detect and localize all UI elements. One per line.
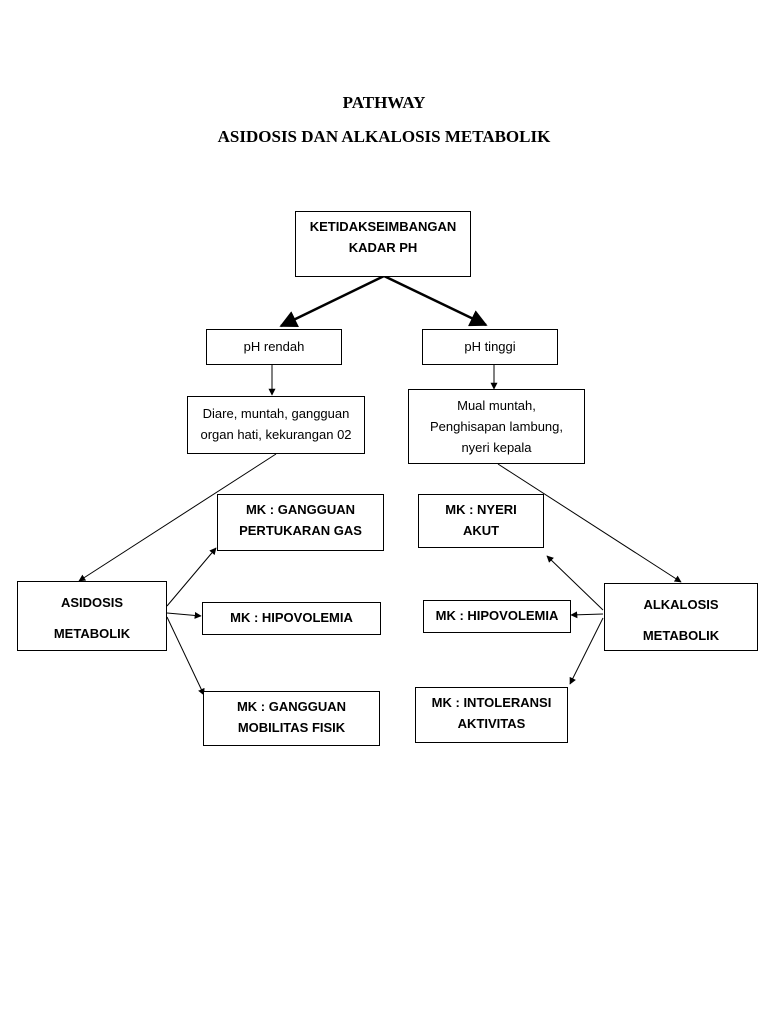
arrow-acidosis-to-mobilitas: [166, 616, 205, 696]
mk-nyeri-line1: MK : NYERI: [445, 502, 517, 517]
arrow-cause-to-alkalosis: [497, 463, 682, 583]
node-cause-low-line1: Diare, muntah, gangguan: [202, 406, 350, 421]
mk-gas-line2: PERTUKARAN GAS: [239, 523, 362, 538]
node-ph-high: pH tinggi: [422, 329, 558, 365]
node-cause-low-line2: organ hati, kekurangan 02: [200, 427, 352, 442]
node-alkalosis-line2: METABOLIK: [642, 628, 720, 643]
node-cause-high-line1: Mual muntah,: [457, 398, 536, 413]
node-acidosis-line2: METABOLIK: [53, 626, 131, 641]
node-root-line1: KETIDAKSEIMBANGAN: [309, 219, 457, 234]
node-cause-high-line3: nyeri kepala: [461, 440, 532, 455]
arrow-cause-to-acidosis: [78, 453, 277, 582]
mk-intoleransi-aktivitas: MK : INTOLERANSI AKTIVITAS: [415, 687, 568, 743]
mk-gas-line1: MK : GANGGUAN: [245, 502, 356, 517]
node-acidosis-line1: ASIDOSIS: [60, 595, 124, 610]
arrow-root-to-ph-high: [383, 274, 488, 327]
page-title: PATHWAY: [342, 93, 426, 112]
arrow-alkalosis-to-nyeri: [546, 555, 604, 611]
mk-gangguan-mobilitas-fisik: MK : GANGGUAN MOBILITAS FISIK: [203, 691, 380, 746]
node-cause-high: Mual muntah, Penghisapan lambung, nyeri …: [408, 389, 585, 464]
mk-mobilitas-line2: MOBILITAS FISIK: [237, 720, 346, 735]
mk-hipovolemia-left: MK : HIPOVOLEMIA: [202, 602, 381, 635]
mk-mobilitas-line1: MK : GANGGUAN: [236, 699, 347, 714]
node-alkalosis: ALKALOSIS METABOLIK: [604, 583, 758, 651]
mk-hipovolemia-left-label: MK : HIPOVOLEMIA: [230, 610, 353, 625]
node-cause-low: Diare, muntah, gangguan organ hati, keku…: [187, 396, 365, 454]
node-acidosis: ASIDOSIS METABOLIK: [17, 581, 167, 651]
node-ph-high-label: pH tinggi: [464, 339, 516, 354]
node-alkalosis-line1: ALKALOSIS: [643, 597, 719, 612]
arrow-alkalosis-to-hipovolemia: [570, 611, 604, 619]
mk-nyeri-akut: MK : NYERI AKUT: [418, 494, 544, 548]
mk-hipovolemia-right-label: MK : HIPOVOLEMIA: [435, 608, 559, 623]
page-subtitle: ASIDOSIS DAN ALKALOSIS METABOLIK: [217, 127, 551, 146]
arrow-acidosis-to-hipovolemia: [166, 611, 202, 619]
mk-nyeri-line2: AKUT: [462, 523, 500, 538]
mk-intoleransi-line1: MK : INTOLERANSI: [431, 695, 552, 710]
arrow-root-to-ph-low: [279, 274, 385, 328]
node-ph-low: pH rendah: [206, 329, 342, 365]
node-root: KETIDAKSEIMBANGAN KADAR PH: [295, 211, 471, 277]
arrow-acidosis-to-gas: [166, 547, 217, 607]
node-ph-low-label: pH rendah: [243, 339, 305, 354]
mk-hipovolemia-right: MK : HIPOVOLEMIA: [423, 600, 571, 633]
arrow-alkalosis-to-intoleransi: [569, 617, 604, 685]
node-root-line2: KADAR PH: [348, 240, 418, 255]
mk-intoleransi-line2: AKTIVITAS: [457, 716, 526, 731]
mk-gangguan-pertukaran-gas: MK : GANGGUAN PERTUKARAN GAS: [217, 494, 384, 551]
node-cause-high-line2: Penghisapan lambung,: [430, 419, 563, 434]
